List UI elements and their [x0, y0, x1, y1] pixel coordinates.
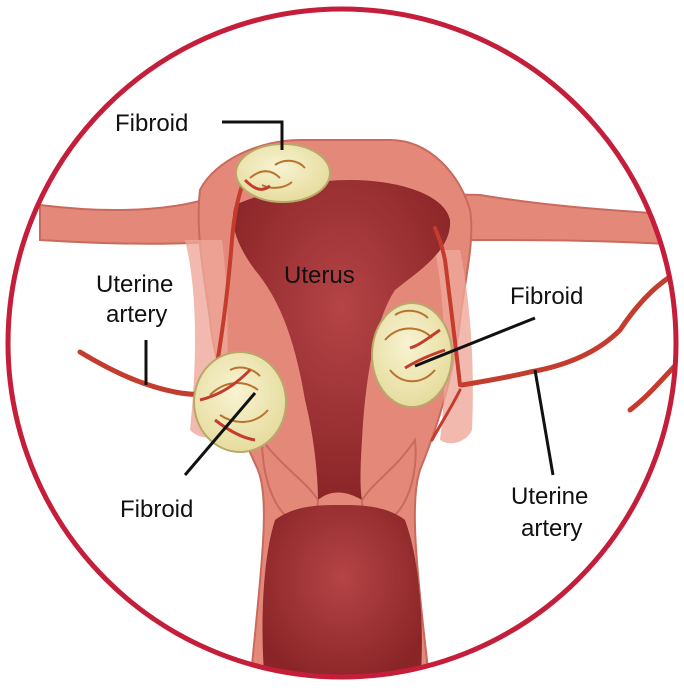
leader-uterine-artery-right [535, 370, 553, 475]
label-uterine-artery-right-line2: artery [521, 515, 582, 542]
label-fibroid-left: Fibroid [120, 496, 193, 523]
fibroid-top [236, 144, 330, 202]
label-uterine-artery-left-line1: Uterine [96, 271, 173, 298]
label-uterine-artery-right-line1: Uterine [511, 483, 588, 510]
label-uterus: Uterus [284, 262, 355, 289]
label-fibroid-top: Fibroid [115, 110, 188, 137]
fibroid-left [194, 352, 286, 452]
label-uterine-artery-left-line2: artery [106, 301, 167, 328]
label-fibroid-right: Fibroid [510, 283, 583, 310]
vaginal-canal [262, 505, 421, 686]
